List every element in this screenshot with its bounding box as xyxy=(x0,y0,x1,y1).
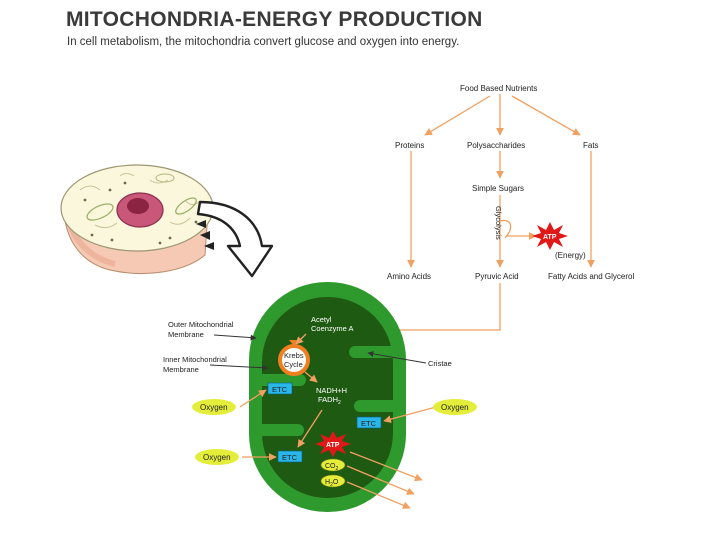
amino-acids-label: Amino Acids xyxy=(387,272,431,281)
svg-text:ATP: ATP xyxy=(326,442,340,449)
fatty-acids-label: Fatty Acids and Glycerol xyxy=(548,272,634,281)
simple-sugars-label: Simple Sugars xyxy=(472,184,524,193)
mitochondrion: Krebs Cycle Acetyl Coenzyme A NADH+H FAD… xyxy=(249,282,423,512)
nadh-label: NADH+H xyxy=(316,386,347,395)
oxygen-bubble-right: Oxygen xyxy=(433,399,477,415)
svg-text:CO2: CO2 xyxy=(325,463,339,472)
page-title: MITOCHONDRIA-ENERGY PRODUCTION xyxy=(66,8,483,31)
svg-text:Oxygen: Oxygen xyxy=(203,453,231,462)
krebs-label-1: Krebs xyxy=(284,351,304,360)
page-subtitle: In cell metabolism, the mitochondria con… xyxy=(67,36,460,48)
glycolysis-label: Glycolysis xyxy=(494,206,503,240)
inner-membrane-label-2: Membrane xyxy=(163,365,199,374)
outer-membrane-label-1: Outer Mitochondrial xyxy=(168,320,234,329)
inner-membrane-label-1: Inner Mitochondrial xyxy=(163,355,227,364)
atp-burst-inner: ATP xyxy=(315,431,351,457)
svg-text:Oxygen: Oxygen xyxy=(200,403,228,412)
etc-box-bottom: ETC xyxy=(277,450,303,463)
zoom-arrow xyxy=(196,200,274,278)
svg-text:ATP: ATP xyxy=(543,234,557,241)
fadh-label: FADH2 xyxy=(318,395,341,406)
oxygen-bubble-bottom: Oxygen xyxy=(195,449,239,465)
etc-box-left: ETC xyxy=(267,382,293,395)
svg-text:ETC: ETC xyxy=(282,453,298,462)
outer-membrane-label-2: Membrane xyxy=(168,330,204,339)
cell-illustration xyxy=(60,164,214,274)
pyruvic-acid-label: Pyruvic Acid xyxy=(475,272,519,281)
food-nutrients-label: Food Based Nutrients xyxy=(460,84,537,93)
energy-label: (Energy) xyxy=(555,251,586,260)
acetyl-label-2: Coenzyme A xyxy=(311,324,354,333)
acetyl-label-1: Acetyl xyxy=(311,315,332,324)
proteins-label: Proteins xyxy=(395,141,424,150)
atp-burst-top: ATP xyxy=(532,222,568,250)
krebs-label-2: Cycle xyxy=(284,360,303,369)
co2-bubble: CO2 xyxy=(320,458,346,472)
oxygen-bubble-left: Oxygen xyxy=(192,399,236,415)
svg-text:ETC: ETC xyxy=(272,385,288,394)
fats-label: Fats xyxy=(583,141,599,150)
svg-text:H2O: H2O xyxy=(325,479,339,488)
svg-text:Oxygen: Oxygen xyxy=(441,403,469,412)
polysaccharides-label: Polysaccharides xyxy=(467,141,525,150)
h2o-bubble: H2O xyxy=(320,474,346,488)
cristae-label: Cristae xyxy=(428,359,452,368)
svg-text:ETC: ETC xyxy=(361,419,377,428)
nutrient-flowchart xyxy=(349,94,595,334)
etc-box-right: ETC xyxy=(356,416,382,429)
